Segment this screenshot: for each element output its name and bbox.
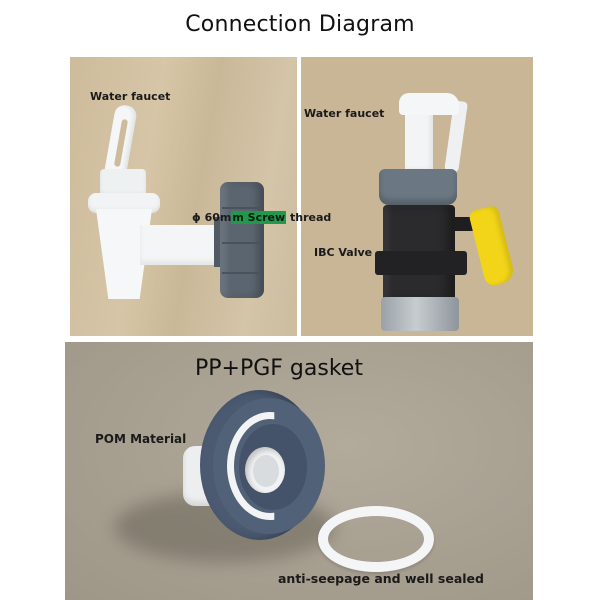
faucet-photo-panel: Water faucet	[70, 57, 297, 336]
metal-coupling-shape	[381, 297, 459, 331]
nozzle-bore-shape	[253, 455, 279, 487]
gasket-heading: PP+PGF gasket	[195, 356, 363, 381]
faucet-stem-shape	[405, 107, 433, 169]
label-anti-seepage: anti-seepage and well sealed	[278, 571, 484, 586]
valve-handle-shape	[468, 204, 516, 288]
thread-prefix: ϕ 60m	[192, 211, 232, 224]
label-ibc-valve: IBC Valve	[314, 246, 373, 259]
adapter-cap-shape	[379, 169, 457, 205]
thread-highlight: m Screw	[231, 211, 287, 224]
cap-rib	[222, 242, 262, 244]
page-title: Connection Diagram	[185, 12, 415, 37]
faucet-collar-shape	[88, 193, 160, 213]
cap-rib	[222, 272, 262, 274]
label-pom-material: POM Material	[95, 432, 187, 446]
thread-suffix: thread	[286, 211, 332, 224]
faucet-nut-shape	[100, 169, 146, 197]
valve-flange-shape	[375, 251, 467, 275]
label-water-faucet-right: Water faucet	[304, 107, 385, 120]
label-water-faucet-left: Water faucet	[90, 90, 171, 103]
label-screw-thread: ϕ 60mm Screw thread	[192, 211, 331, 224]
screw-cap-shape	[220, 182, 264, 298]
gasket-washer-shape	[318, 506, 434, 572]
ibc-valve-photo-panel: Water faucet IBC Valve	[301, 57, 533, 336]
faucet-top-shape	[399, 93, 459, 115]
cap-rib	[222, 207, 262, 209]
faucet-pipe-shape	[140, 225, 220, 265]
gasket-photo-panel: PP+PGF gasket POM Material anti-seepage …	[65, 342, 533, 600]
